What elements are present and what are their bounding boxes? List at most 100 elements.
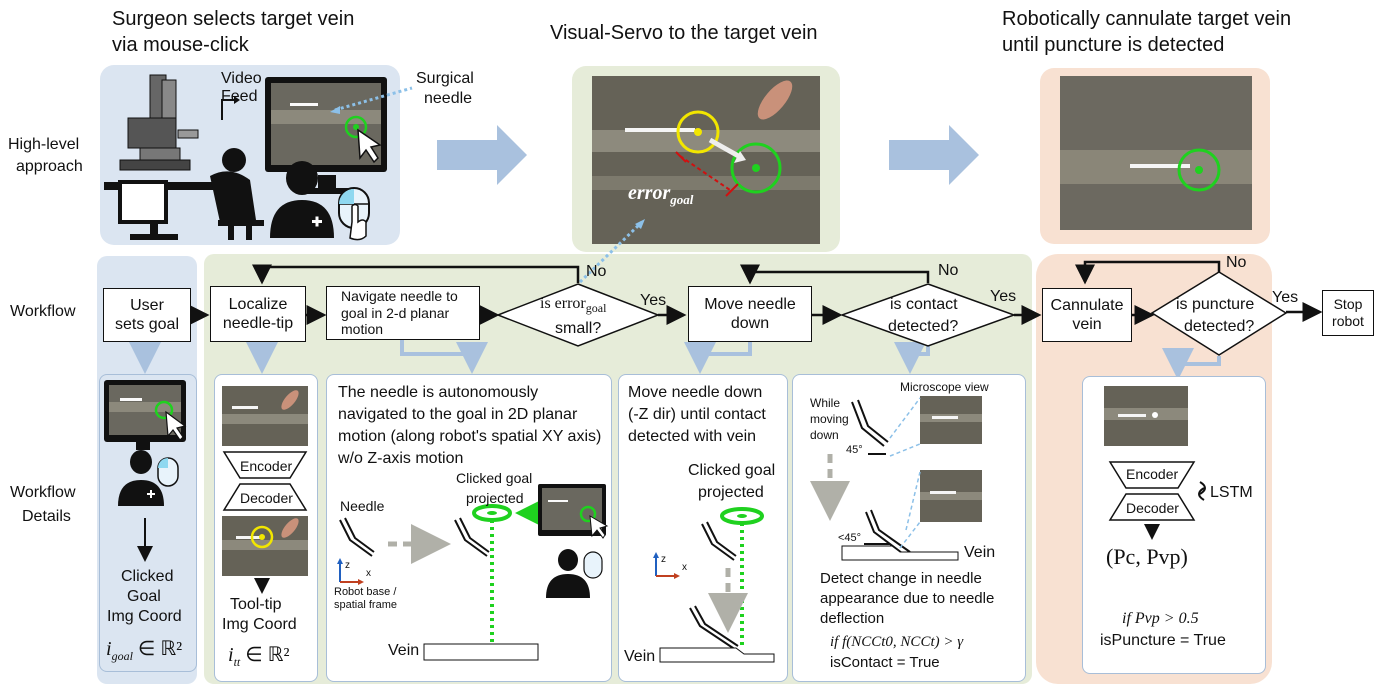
microscope-icon — [119, 74, 199, 171]
while-moving-1: While — [810, 396, 841, 410]
error-goal-sub: goal — [670, 192, 694, 207]
i-goal-i: i — [106, 638, 112, 660]
contact-photo-2 — [920, 470, 982, 522]
navigate-line3: motion — [341, 321, 384, 338]
move-down-line2: down — [730, 315, 770, 332]
stop-robot-box: Stop robot — [1322, 290, 1374, 336]
yes-label-2: Yes — [990, 288, 1017, 305]
contact-vein-label: Vein — [964, 544, 996, 561]
navigate-line2: goal in 2-d planar — [341, 304, 450, 321]
nav-goal-label-2: projected — [466, 490, 524, 506]
diamond-is-error — [495, 283, 661, 347]
cannulate-line2: vein — [1072, 316, 1102, 333]
decoder-label: Decoder — [240, 490, 293, 506]
video-feed-label-1: Video — [221, 70, 262, 87]
user-doctor-icon — [118, 450, 179, 506]
video-feed-label-2: Feed — [221, 88, 258, 105]
deg-45-label: 45° — [846, 444, 863, 456]
puncture-encoder-label: Encoder — [1126, 466, 1179, 482]
move-needle-1 — [701, 521, 737, 561]
diamond-is-contact — [839, 283, 1017, 347]
encoder-label: Encoder — [240, 458, 293, 474]
nav-needle-1 — [339, 517, 375, 557]
while-moving-3: down — [810, 428, 839, 442]
is-error-sub: goal — [585, 301, 607, 316]
yes-label-3: Yes — [1272, 289, 1299, 306]
is-puncture-line2: detected? — [1184, 318, 1255, 335]
tooltip-line1: Tool-tip — [230, 596, 282, 613]
puncture-encoder-shape — [1108, 461, 1196, 489]
i-goal-sub: goal — [111, 649, 133, 663]
video-feed-arrow — [221, 99, 234, 120]
axis-x-2: x — [682, 562, 687, 573]
puncture-photo — [1104, 386, 1188, 446]
is-error-line1: is error — [540, 295, 586, 312]
nav-monitor-icon — [538, 484, 609, 598]
localize-photo-1 — [222, 386, 308, 446]
is-puncture-line1: is puncture — [1176, 296, 1255, 313]
header-col1-line2: via mouse-click — [112, 34, 249, 56]
move-goal-label-1: Clicked goal — [688, 462, 776, 479]
is-contact-line2: detected? — [888, 318, 959, 335]
details-contact — [792, 374, 1026, 682]
i-tt-sub: tt — [233, 655, 241, 669]
row-label-details-2: Details — [22, 508, 71, 525]
robot-frame-1: Robot base / — [334, 586, 397, 598]
user-monitor-icon — [104, 380, 187, 450]
i-goal-formula: igoal ∈ ℝ² — [106, 636, 182, 664]
header-col2: Visual-Servo to the target vein — [550, 22, 818, 44]
is-puncture-true: isPuncture = True — [1100, 632, 1226, 649]
doctor-icon — [270, 161, 334, 238]
user-sets-goal-box: User sets goal — [103, 288, 191, 342]
lstm-label: LSTM — [1210, 484, 1253, 501]
axes-icon-1 — [337, 558, 364, 585]
nav-vein-label: Vein — [388, 642, 420, 659]
no-label-1: No — [586, 263, 607, 280]
nav-goal-label-1: Clicked goal — [456, 470, 533, 486]
cursor-icon — [357, 128, 382, 164]
move-down-box: Move needle down — [688, 286, 812, 342]
is-error-text: is errorgoal — [540, 295, 606, 316]
nav-desc-2: navigated to the goal in 2D planar — [338, 406, 578, 423]
stop-line2: robot — [1332, 313, 1364, 329]
encoder-shape — [222, 451, 308, 479]
move-goal-label-2: projected — [698, 484, 764, 501]
big-arrow-1 — [437, 125, 527, 185]
move-needle-2 — [689, 605, 739, 651]
contact-vein-bar — [841, 545, 959, 561]
needle-pointer — [334, 86, 413, 112]
navigate-line1: Navigate needle to — [341, 287, 458, 304]
contact-photo-1 — [920, 396, 982, 444]
contact-formula: if f(NCCt0, NCCt) > γ — [830, 634, 964, 650]
puncture-decoder-shape — [1108, 493, 1196, 521]
big-arrow-2 — [889, 125, 979, 185]
robot-frame-2: spatial frame — [334, 599, 397, 611]
row-label-workflow: Workflow — [10, 303, 76, 320]
move-vein-bar — [659, 647, 775, 663]
row-label-high-level-1: High-level — [8, 136, 80, 153]
contact-desc-3: deflection — [820, 610, 885, 627]
mouse-click-icon — [338, 187, 370, 241]
i-goal-rest: ∈ ℝ² — [132, 638, 183, 660]
i-tt-i: i — [228, 644, 234, 666]
error-goal-label: errorgoal — [628, 182, 693, 208]
servo-photo — [592, 76, 820, 244]
yes-label-1: Yes — [640, 292, 667, 309]
localize-box: Localize needle-tip — [210, 286, 306, 342]
contact-needle-1 — [851, 399, 889, 455]
move-down-line1: Move needle — [704, 295, 796, 313]
needle-label: Needle — [340, 498, 385, 514]
stop-line1: Stop — [1333, 296, 1363, 313]
tooltip-line2: Img Coord — [222, 616, 297, 633]
cannulate-box: Cannulate vein — [1042, 288, 1132, 342]
monitor-icon — [265, 77, 387, 194]
puncture-condition: if Pvp > 0.5 — [1122, 610, 1199, 627]
lstm-loop-icon — [1199, 481, 1206, 495]
cannulate-photo — [1060, 76, 1252, 230]
header-col1-line1: Surgeon selects target vein — [112, 8, 355, 30]
move-desc-3: detected with vein — [628, 428, 757, 445]
no-label-3: No — [1226, 254, 1247, 271]
error-goal-text: error — [628, 182, 671, 204]
